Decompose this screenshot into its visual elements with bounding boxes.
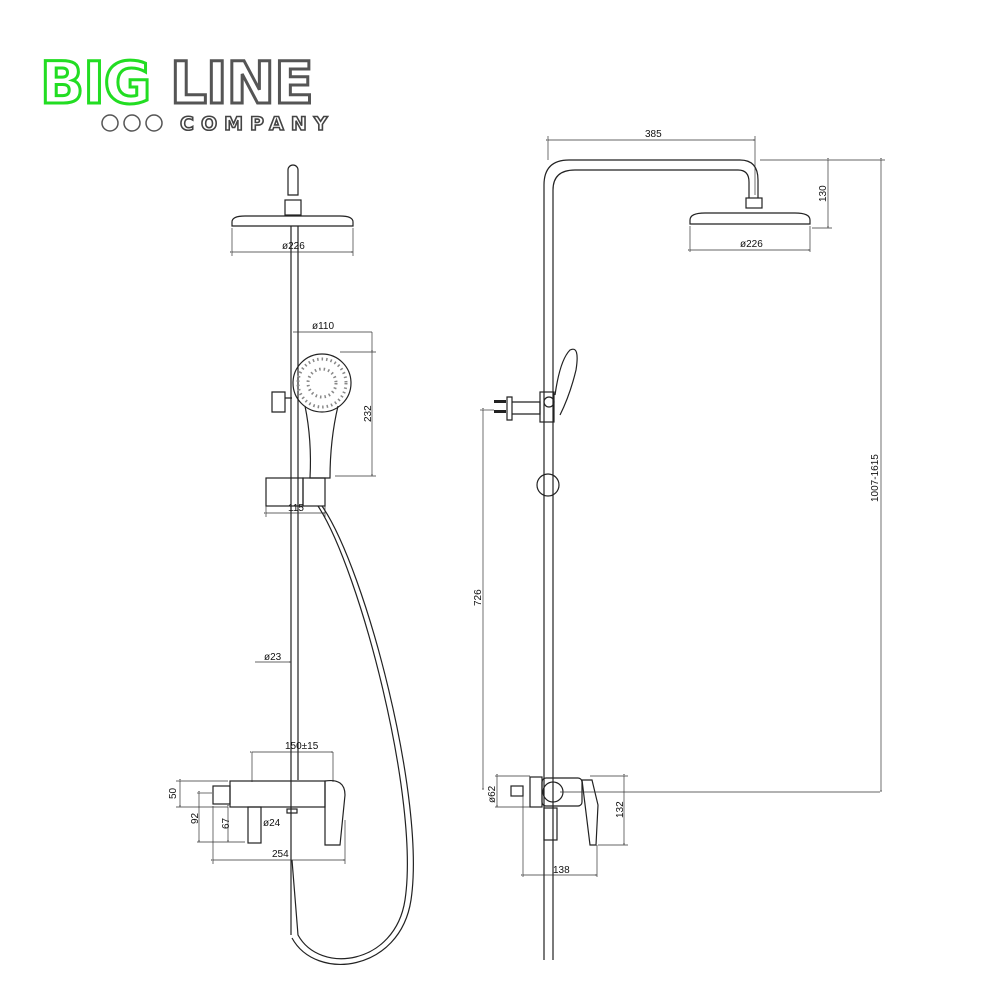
dim-head-diameter-side: ø226 [740, 239, 763, 250]
dim-flange-diameter: ø62 [487, 785, 498, 803]
dim-slider-width: 115 [288, 503, 304, 514]
side-view: 385 130 ø226 1007-1615 726 ø62 132 138 [473, 129, 885, 960]
logo-big-text: BIG [40, 49, 150, 117]
dim-mixer-width: 254 [272, 849, 289, 860]
spray-nozzles [296, 357, 348, 409]
slider-knob [536, 473, 560, 497]
dim-head-drop: 130 [818, 185, 829, 202]
logo-circle [101, 114, 119, 132]
overhead-shower-head [231, 215, 354, 227]
dim-rail-diameter: ø23 [264, 652, 282, 663]
dim-inlet-depth: 92 [190, 812, 201, 824]
hand-shower-head [292, 353, 352, 413]
head-connector [284, 199, 302, 216]
shower-arm-outer [543, 159, 759, 960]
logo-line-text: LINE [170, 49, 313, 117]
hand-shower-holder [271, 391, 292, 413]
dim-inlet-spacing: 150±15 [285, 741, 319, 752]
logo-subtitle: COMPANY [180, 113, 335, 135]
hand-shower-side [554, 348, 578, 416]
hand-shower-handle [304, 405, 339, 479]
dim-head-diameter: ø226 [282, 241, 305, 252]
dim-outlet-length: 67 [221, 817, 232, 829]
head-arm [287, 164, 299, 196]
dim-total-height: 1007-1615 [870, 454, 881, 502]
mixer-lever [581, 779, 599, 846]
dim-hand-shower-height: 232 [363, 405, 374, 422]
logo-circle [123, 114, 141, 132]
mixer-inlet [212, 785, 231, 805]
dim-arm-reach: 385 [645, 129, 662, 140]
dim-bracket-height: 726 [473, 589, 484, 606]
dim-mixer-depth: 138 [553, 865, 570, 876]
mixer-outlet [543, 807, 558, 841]
wall-flange [529, 776, 543, 808]
overhead-shower-head [689, 212, 811, 225]
dim-outlet-diameter: ø24 [263, 818, 281, 829]
dim-hand-shower-diameter: ø110 [312, 321, 334, 332]
dim-handle-height: 132 [615, 801, 626, 818]
mixer-outlet [247, 806, 262, 844]
dim-mixer-height: 50 [168, 787, 179, 799]
mixer-lever [324, 779, 346, 846]
head-connector [745, 197, 763, 209]
shower-hose [291, 505, 408, 960]
wall-bracket [506, 396, 541, 421]
logo-circle [145, 114, 163, 132]
front-view: ø226 ø110 232 115 ø23 150±15 50 92 [168, 164, 414, 965]
mixer-inlet [510, 785, 524, 797]
mixer-body [229, 780, 326, 808]
company-logo: BIG LINE COMPANY [39, 48, 335, 136]
